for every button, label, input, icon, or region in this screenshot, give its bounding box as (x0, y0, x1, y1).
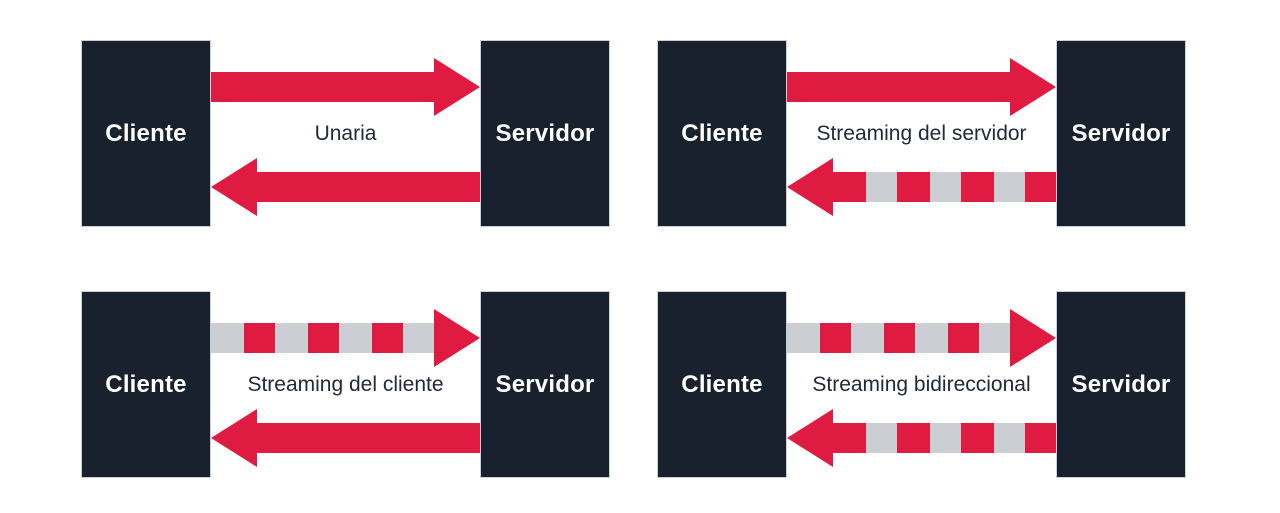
pattern-label: Unaria (314, 121, 377, 145)
response-arrow-shaft (833, 423, 1056, 453)
pattern-label: Streaming del cliente (247, 372, 444, 396)
panel-client-streaming: Cliente Streaming del cliente Servidor (81, 291, 610, 478)
request-arrow-shaft (787, 72, 1010, 102)
response-arrow (787, 158, 1056, 216)
client-box-label: Cliente (105, 370, 187, 398)
request-arrow-shaft (211, 72, 434, 102)
request-arrow (787, 309, 1056, 367)
pattern-label: Streaming bidireccional (812, 372, 1031, 396)
server-box-label: Servidor (1071, 119, 1171, 147)
client-box-label: Cliente (105, 119, 187, 147)
client-box: Cliente (657, 40, 787, 227)
response-arrow (211, 409, 480, 467)
panel-bidirectional-streaming: Cliente Streaming bidireccional Servidor (657, 291, 1186, 478)
server-box-label: Servidor (495, 370, 595, 398)
left-arrowhead-icon (211, 409, 257, 467)
request-arrow (211, 58, 480, 116)
server-box: Servidor (480, 291, 610, 478)
request-arrow-shaft (787, 323, 1010, 353)
client-box-label: Cliente (681, 370, 763, 398)
response-arrow (787, 409, 1056, 467)
server-box-label: Servidor (495, 119, 595, 147)
client-box: Cliente (657, 291, 787, 478)
request-arrow (787, 58, 1056, 116)
channel: Unaria (211, 40, 480, 227)
left-arrowhead-icon (787, 158, 833, 216)
channel: Streaming del cliente (211, 291, 480, 478)
request-arrow (211, 309, 480, 367)
left-arrowhead-icon (211, 158, 257, 216)
server-box: Servidor (1056, 40, 1186, 227)
request-arrow-shaft (211, 323, 434, 353)
response-arrow-shaft (257, 423, 480, 453)
response-arrow (211, 158, 480, 216)
response-arrow-shaft (257, 172, 480, 202)
server-box-label: Servidor (1071, 370, 1171, 398)
left-arrowhead-icon (787, 409, 833, 467)
panel-unary: Cliente Unaria Servidor (81, 40, 610, 227)
server-box: Servidor (1056, 291, 1186, 478)
channel: Streaming bidireccional (787, 291, 1056, 478)
pattern-label: Streaming del servidor (816, 121, 1027, 145)
response-arrow-shaft (833, 172, 1056, 202)
client-box: Cliente (81, 40, 211, 227)
client-box: Cliente (81, 291, 211, 478)
server-box: Servidor (480, 40, 610, 227)
channel: Streaming del servidor (787, 40, 1056, 227)
client-box-label: Cliente (681, 119, 763, 147)
panel-server-streaming: Cliente Streaming del servidor Servidor (657, 40, 1186, 227)
